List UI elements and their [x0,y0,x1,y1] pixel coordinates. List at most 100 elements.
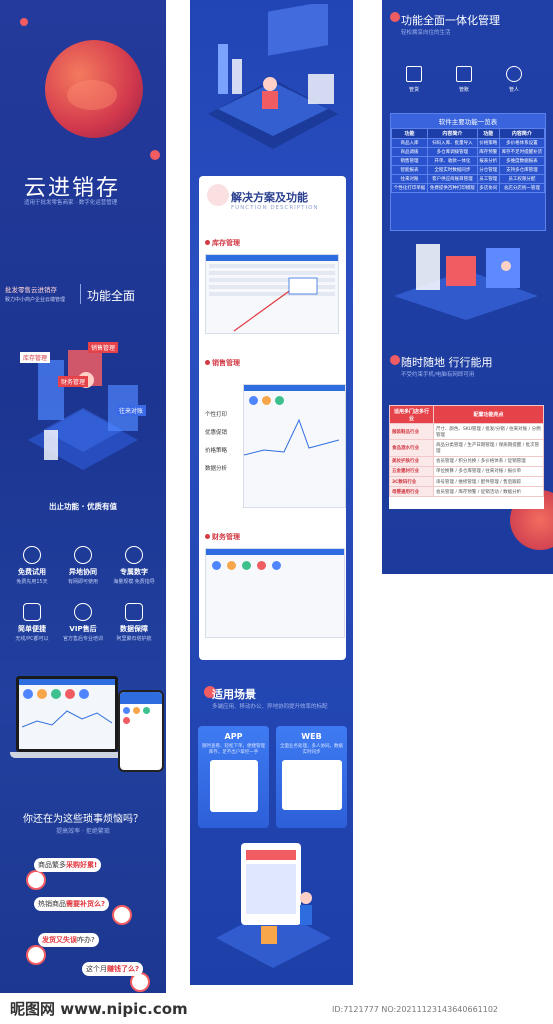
section-inventory: 库存管理 [205,238,240,248]
features-title: 功能全面一体化管理 [401,14,500,27]
feature-title: 专属数字 [120,568,148,576]
sales-screenshot [243,384,346,508]
anytime-title: 随时随地 行行能用 [401,356,493,369]
decor-dot [150,150,160,160]
feature-item: 简单便捷 无线/PC都可以 [6,603,58,642]
role-label: 管人 [508,87,519,93]
feature-desc: 免费先用15天 [16,579,48,585]
feature-item: 异地协同 有网即可使用 [57,546,109,585]
table-title: 软件主要功能一览表 [391,114,545,128]
industry-header-row: 适用多门店多行业 配置功能亮点 [389,404,545,425]
industry-row: 母婴通用行业会员管理 / 库存预警 / 促销活动 / 数据分析 [389,486,545,498]
panel-intro: 云进销存 适用于批发零售商家 · 数字化运营管理 批发零售云进销存 致力中小商户… [0,0,166,993]
chat-bubble: 商品繁多采购好累! [34,858,102,872]
industry-row: 3C数码行业串号管理 / 维修管理 / 配件管理 / 售后跟踪 [389,475,545,488]
avatar [112,905,132,925]
scene-deco-icon [204,686,216,698]
divider [80,284,81,304]
watermark-footer: 昵图网 www.nipic.com ID:7121777 NO:20211123… [0,993,553,1024]
table-row: 个性化打印单据免费提供百种打印模版多店协同总店分店统一管理 [391,183,546,193]
anytime-subtitle: 不受约束手机/电脑有网即可用 [401,372,475,378]
avatar [26,870,46,890]
feature-heading: 功能全面 [87,289,136,303]
solution-title: 解决方案及功能 [231,191,308,204]
feature-item: 数据保障 阿里聚石塔护航 [108,603,160,642]
title-deco-icon [390,12,400,22]
intro-line: 批发零售云进销存 [5,286,57,294]
table-header-row: 功能 内容简介 功能 内容简介 [391,128,546,139]
intro-block: 批发零售云进销存 致力中小商户企业云端管理 [5,284,65,303]
features-subtitle: 轻松拥享向往的生活 [401,30,451,36]
section-sales: 销售管理 [205,358,240,368]
store-illustration [216,843,331,968]
table-header: 适用多门店多行业 [389,404,434,425]
industry-row: 服装鞋品行业尺寸、颜色、SKU管理 / 批发/分销 / 往来对账 / 分佣管理 [389,423,545,441]
cloud-icon [74,546,92,564]
tap-icon [23,603,41,621]
hero-illustration [208,4,338,149]
decor-dot [20,18,28,26]
feature-desc: 无线/PC都可以 [15,636,49,642]
watermark-logo: 昵图网 www.nipic.com [10,1000,188,1018]
gift-icon [23,546,41,564]
feature-title: VIP售后 [69,625,97,633]
table-row: 往来对账客户供应商账目管理员工管理员工权限分配 [391,174,546,184]
func-item: 价格策略 [205,448,228,454]
table-header: 内容简介 [498,128,546,139]
brand-title: 云进销存 [24,176,121,201]
people-icon [506,66,522,82]
feature-title: 免费试用 [18,568,46,576]
ledger-icon [456,66,472,82]
question-title: 你还在为这些琐事烦恼吗？ [23,814,143,825]
section-finance: 财务管理 [205,532,240,542]
chat-bubble: 发货又失误咋办? [38,933,99,947]
feature-title: 简单便捷 [18,625,46,633]
feature-item: 专属数字 海量规模·免费指导 [108,546,160,585]
iso-tag: 往来对账 [116,405,147,416]
feature-desc: 官方售后专业培训 [62,636,103,642]
func-item: 数据分析 [205,466,228,472]
role-label: 管账 [458,87,469,93]
func-item: 优惠促销 [205,430,228,436]
headset-icon [74,603,92,621]
chat-bubble: 热销商品需要补货么? [34,897,110,911]
chat-bubble: 这个月赚钱了么? [82,962,144,976]
feature-title: 数据保障 [120,625,148,633]
feature-desc: 海量规模·免费指导 [113,579,155,585]
solution-card: 解决方案及功能 FUNCTION DESCRIPTION 库存管理 销售管理 个… [199,176,346,660]
table-header: 功能 [476,128,500,139]
role-label: 管货 [408,87,419,93]
shield-icon [125,603,143,621]
iso-tag: 财务管理 [58,376,89,387]
feature-desc: 阿里聚石塔护航 [116,636,152,642]
planet-graphic [45,40,143,138]
table-header: 配置功能亮点 [432,404,545,425]
table-header: 功能 [391,128,428,139]
role-item: 管账 [454,66,474,93]
function-table: 软件主要功能一览表 功能 内容简介 功能 内容简介 商品入库扫码入库、批量导入价… [390,113,546,231]
watermark-id: ID:7121777 NO:20211123143640661102 [332,1005,499,1014]
user-icon [125,546,143,564]
panel-solution: 解决方案及功能 FUNCTION DESCRIPTION 库存管理 销售管理 个… [190,0,353,985]
industry-row: 五金建材行业单位换算 / 多仓库管理 / 往来对账 / 报价单 [389,465,545,477]
title-deco-icon [207,184,229,206]
scene-label: WEB [301,732,322,741]
feature-item: 免费试用 免费先用15天 [6,546,58,585]
goods-icon [406,66,422,82]
role-item: 管货 [404,66,424,93]
role-item: 管人 [504,66,524,93]
team-illustration [394,244,538,320]
solution-en: FUNCTION DESCRIPTION [231,205,319,211]
section-title: 岀止功能 · 优质有值 [48,502,118,511]
table-row: 商品入库扫码入库、批量导入价格策略多价格体系设置 [391,138,546,148]
intro-line: 致力中小商户企业云端管理 [5,297,66,303]
laptop-mockup [10,676,124,760]
scene-title: 适用场景 [212,688,256,701]
scene-desc: 随时查看、轻松下单，便捷管理库存，足不出户掌控一手 [202,744,265,755]
feature-item: VIP售后 官方售后专业培训 [57,603,109,642]
scene-subtitle: 多端应用、移动办公、异地协同提升效率的标配 [212,704,328,710]
iso-tag: 库存管理 [20,352,51,363]
table-row: 商品调拨多仓库调拨管理库存预警库存不足时提醒补货 [391,147,546,157]
avatar [26,945,46,965]
industry-row: 美妆护肤行业会员管理 / 积分兑换 / 多价格体系 / 促销管理 [389,455,545,467]
